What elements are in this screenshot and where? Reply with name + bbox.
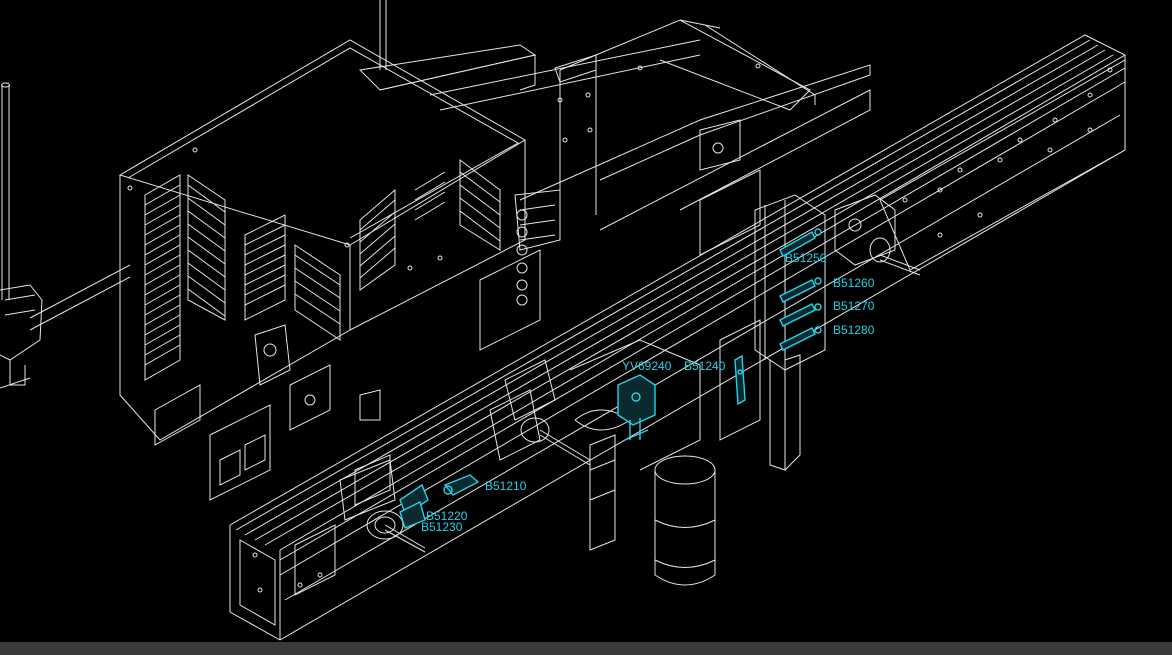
sensor-B51260-part — [779, 277, 822, 303]
left-block — [209, 324, 556, 501]
cabinet-vents-left — [144, 174, 341, 381]
chain-assembly — [479, 189, 561, 351]
right-drive — [834, 194, 921, 276]
sensor-B51280-part — [779, 326, 822, 351]
main-rail — [229, 34, 1127, 641]
label-B51250[interactable]: B51250 — [785, 251, 827, 265]
top-cover — [519, 19, 871, 256]
label-B51230[interactable]: B51230 — [421, 520, 463, 534]
label-B51260[interactable]: B51260 — [833, 276, 875, 290]
label-B51270[interactable]: B51270 — [833, 299, 875, 313]
label-YV69240[interactable]: YV69240 — [622, 359, 672, 373]
sensor-B51230-part — [399, 500, 426, 529]
sensor-B51250-part — [779, 228, 822, 257]
left-post — [0, 82, 131, 389]
sensor-B51210-part — [443, 474, 480, 496]
sensor-bracket — [754, 194, 826, 471]
sensor-B51240-part — [734, 354, 746, 406]
label-B51280[interactable]: B51280 — [833, 323, 875, 337]
back-beam — [358, 0, 701, 111]
status-bar — [0, 642, 1172, 655]
left-drive — [294, 454, 426, 596]
electrical-cabinet — [118, 39, 526, 446]
sensor-B51270-part — [779, 303, 822, 327]
cabinet-vents-right — [359, 159, 501, 291]
highlighted-components — [399, 228, 822, 529]
cylinder-assembly — [359, 319, 761, 586]
label-B51220[interactable]: B51220 — [426, 509, 468, 523]
label-B51210[interactable]: B51210 — [485, 479, 527, 493]
label-B51240[interactable]: B51240 — [684, 359, 726, 373]
valve-YV69240-part — [617, 374, 656, 441]
